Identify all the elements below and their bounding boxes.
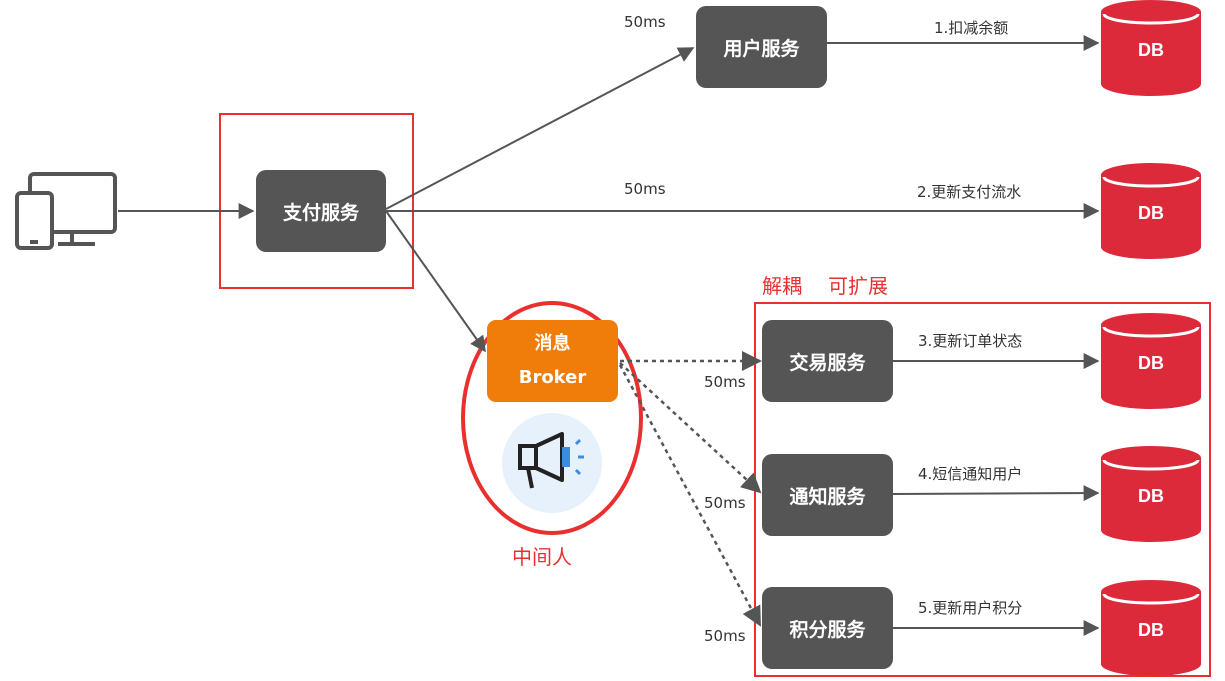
broker-label-line1: 消息 xyxy=(534,333,571,354)
notify-service-node: 通知服务 xyxy=(762,454,893,536)
middleman-highlight xyxy=(461,301,643,535)
database-label: DB xyxy=(1138,486,1164,506)
arrow-pay-to-user xyxy=(385,47,695,210)
decouple-annotation: 解耦 xyxy=(762,274,802,298)
pay-service-node: 支付服务 xyxy=(256,170,386,252)
database-3: DB xyxy=(1101,313,1201,409)
trade-service-node: 交易服务 xyxy=(762,320,893,402)
arrow-pay-to-broker xyxy=(385,210,486,353)
middleman-annotation: 中间人 xyxy=(512,545,572,569)
step1-label: 1.扣减余额 xyxy=(934,19,1009,37)
megaphone-icon-background xyxy=(502,413,602,513)
message-broker-node: 消息 Broker xyxy=(487,320,618,402)
database-icon xyxy=(1101,580,1201,676)
latency-label-points: 50ms xyxy=(704,627,746,645)
database-icon xyxy=(1101,446,1201,542)
database-2: DB xyxy=(1101,163,1201,259)
database-icon xyxy=(1101,163,1201,259)
latency-label-trade: 50ms xyxy=(704,373,746,391)
points-service-node: 积分服务 xyxy=(762,587,893,669)
database-icon xyxy=(1101,0,1201,96)
database-4: DB xyxy=(1101,446,1201,542)
dashed-arrow-broker-to-points xyxy=(618,364,762,627)
database-label: DB xyxy=(1138,40,1164,60)
database-label: DB xyxy=(1138,353,1164,373)
pay-service-highlight xyxy=(219,113,414,289)
latency-label-notify: 50ms xyxy=(704,494,746,512)
extensible-annotation: 可扩展 xyxy=(828,274,888,298)
step3-label: 3.更新订单状态 xyxy=(918,332,1023,350)
step2-label: 2.更新支付流水 xyxy=(917,183,1022,201)
devices-icon xyxy=(15,172,117,250)
step4-label: 4.短信通知用户 xyxy=(918,465,1023,483)
arrow-notify-to-db4 xyxy=(892,485,1100,502)
database-icon xyxy=(1101,313,1201,409)
database-5: DB xyxy=(1101,580,1201,676)
broker-label-line2: Broker xyxy=(518,367,587,388)
latency-label-user: 50ms xyxy=(624,13,666,31)
latency-label-flow: 50ms xyxy=(624,180,666,198)
database-1: DB xyxy=(1101,0,1201,96)
step5-label: 5.更新用户积分 xyxy=(918,599,1023,617)
database-label: DB xyxy=(1138,620,1164,640)
user-service-node: 用户服务 xyxy=(696,6,827,88)
database-label: DB xyxy=(1138,203,1164,223)
